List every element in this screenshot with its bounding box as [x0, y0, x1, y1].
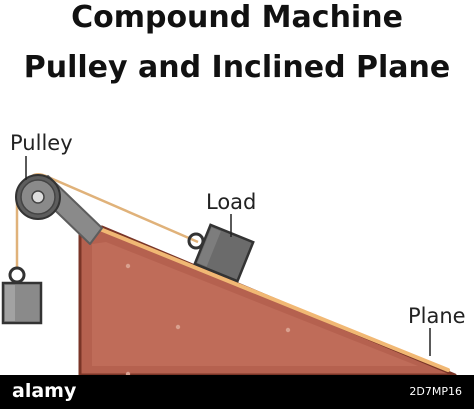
ramp-rivet	[285, 327, 291, 333]
pulley-icon	[15, 174, 61, 220]
inclined-plane-surface	[98, 227, 450, 372]
ramp-rivet	[175, 324, 181, 330]
plane-label: Plane	[408, 304, 466, 328]
load-label: Load	[206, 190, 256, 214]
title-line-1: Compound Machine	[71, 0, 403, 35]
inclined-plane-inner	[92, 242, 418, 366]
title-line-2: Pulley and Inclined Plane	[23, 50, 451, 85]
hanging-weight	[1, 266, 43, 325]
ramp-rivet	[125, 263, 131, 269]
watermark-bar: alamy 2D7MP16	[0, 375, 474, 409]
load-hook	[187, 232, 205, 250]
stock-image-id: 2D7MP16	[409, 385, 462, 398]
watermark-logo: alamy	[12, 380, 77, 402]
pulley-label: Pulley	[10, 131, 73, 155]
